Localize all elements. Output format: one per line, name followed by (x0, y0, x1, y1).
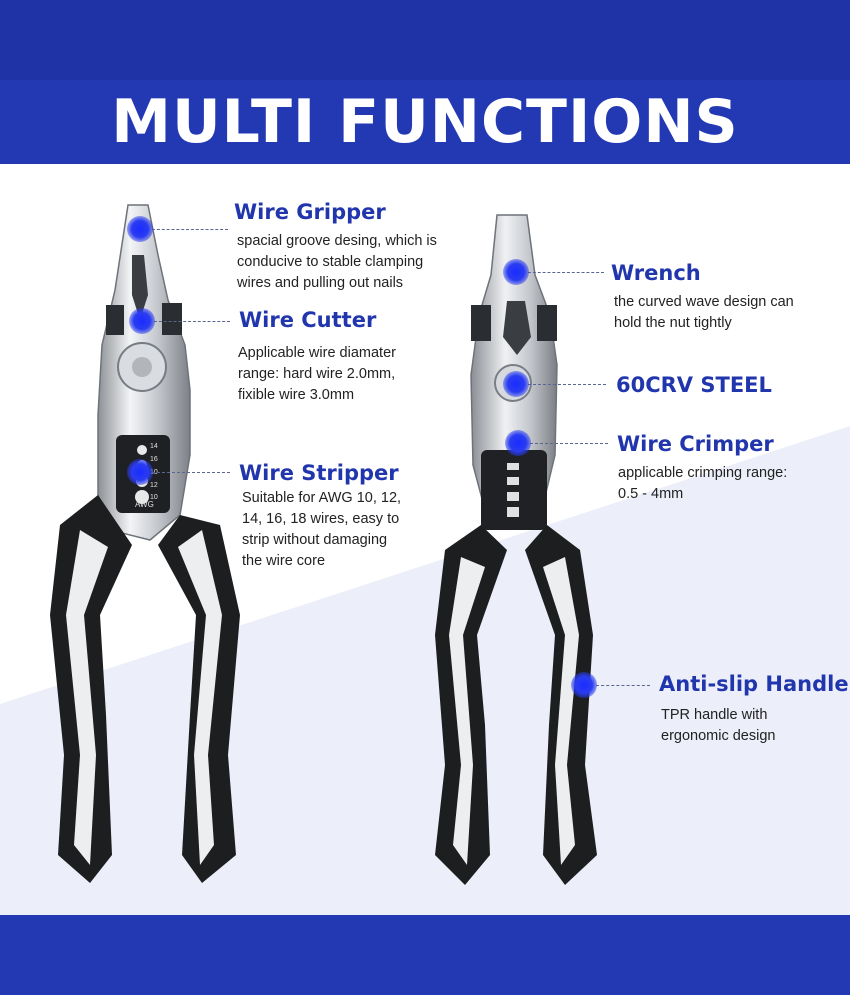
feature-label-60crv-steel: 60CRV STEEL (616, 373, 772, 397)
marker-wire-cutter (129, 308, 155, 334)
feature-desc-anti-slip-handle: TPR handle with ergonomic design (661, 707, 776, 744)
connector-wire-gripper (152, 229, 228, 230)
stripper-gauge-mark: 16 (150, 456, 158, 463)
stripper-gauge-mark: 10 (150, 494, 158, 501)
page-title: MULTI FUNCTIONS (111, 87, 739, 157)
feature-desc-wire-stripper: Suitable for AWG 10, 12, 14, 16, 18 wire… (242, 490, 402, 569)
feature-label-wire-crimper: Wire Crimper (617, 432, 774, 456)
connector-60crv-steel (528, 384, 606, 385)
feature-desc-wire-cutter: Applicable wire diamater range: hard wir… (238, 345, 396, 403)
marker-wire-gripper (127, 216, 153, 242)
stripper-gauge-mark: 12 (150, 482, 158, 489)
feature-desc-wire-crimper: applicable crimping range: 0.5 - 4mm (618, 465, 788, 502)
connector-anti-slip-handle (596, 685, 650, 686)
marker-wrench (503, 259, 529, 285)
feature-desc-wrench: the curved wave design can hold the nut … (614, 294, 794, 331)
feature-label-anti-slip-handle: Anti-slip Handle (659, 672, 849, 696)
connector-wire-stripper (152, 472, 230, 473)
stripper-gauge-mark: 14 (150, 443, 158, 450)
marker-60crv-steel (503, 371, 529, 397)
pliers-front-view (50, 204, 240, 883)
title-banner: MULTI FUNCTIONS (0, 80, 850, 164)
feature-label-wire-stripper: Wire Stripper (239, 461, 399, 485)
pliers-side-view (435, 214, 597, 885)
feature-desc-wire-gripper: spacial groove desing, which is conduciv… (237, 233, 437, 291)
top-band (0, 0, 850, 80)
stripper-gauge-caption: AWG (135, 500, 154, 509)
feature-label-wrench: Wrench (611, 261, 701, 285)
marker-wire-stripper (127, 459, 153, 485)
connector-wire-cutter (154, 321, 230, 322)
feature-label-wire-cutter: Wire Cutter (239, 308, 377, 332)
feature-label-wire-gripper: Wire Gripper (234, 200, 386, 224)
connector-wire-crimper (530, 443, 608, 444)
connector-wrench (528, 272, 604, 273)
bottom-band (0, 915, 850, 995)
marker-anti-slip-handle (571, 672, 597, 698)
marker-wire-crimper (505, 430, 531, 456)
